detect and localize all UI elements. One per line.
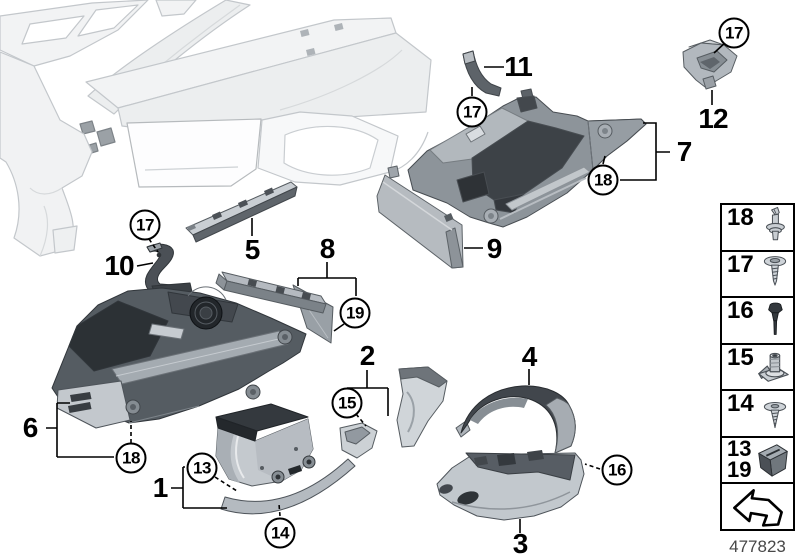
callout-11[interactable]: 11 bbox=[504, 51, 533, 82]
callout-6[interactable]: 6 bbox=[22, 412, 39, 443]
callout-14[interactable]: 14 bbox=[264, 517, 296, 549]
part-9-panel bbox=[376, 165, 464, 269]
legend-row-15[interactable]: 15 bbox=[722, 343, 793, 392]
leader-lines-dashed bbox=[130, 238, 601, 517]
callout-1[interactable]: 1 bbox=[152, 472, 169, 503]
diagram-number: 477823 bbox=[729, 537, 786, 556]
fastener-legend: 18 17 bbox=[720, 203, 795, 531]
direction-arrow-icon bbox=[732, 488, 783, 527]
leader-lines bbox=[46, 40, 728, 533]
callout-3[interactable]: 3 bbox=[512, 528, 529, 559]
callout-12[interactable]: 12 bbox=[698, 103, 728, 134]
legend-row-17[interactable]: 17 bbox=[722, 250, 793, 299]
part-3-lower-column-cover bbox=[436, 450, 585, 521]
part-12-bracket bbox=[682, 39, 738, 90]
callout-17-a[interactable]: 17 bbox=[129, 209, 161, 241]
callout-9[interactable]: 9 bbox=[486, 233, 503, 264]
part-11-bracket bbox=[462, 50, 502, 97]
part-4-upper-column-cover bbox=[455, 385, 576, 454]
legend-label-18: 18 bbox=[727, 204, 754, 231]
legend-row-14[interactable]: 14 bbox=[722, 391, 793, 438]
callout-17-b[interactable]: 17 bbox=[456, 96, 488, 128]
callout-16[interactable]: 16 bbox=[601, 454, 633, 486]
legend-row-arrow[interactable] bbox=[722, 484, 793, 529]
legend-row-13-19[interactable]: 13 19 bbox=[722, 435, 793, 485]
expanding-rivet-icon bbox=[765, 207, 785, 241]
legend-row-18[interactable]: 18 bbox=[722, 205, 793, 252]
callout-19[interactable]: 19 bbox=[339, 297, 371, 329]
legend-row-16[interactable]: 16 bbox=[722, 298, 793, 345]
callout-18-a[interactable]: 18 bbox=[587, 164, 619, 196]
callout-4[interactable]: 4 bbox=[521, 341, 538, 372]
callout-15[interactable]: 15 bbox=[331, 387, 363, 419]
instrument-panel-artwork bbox=[0, 0, 432, 257]
part-5-bracket-strip bbox=[185, 181, 298, 243]
spring-clip-icon bbox=[758, 444, 788, 477]
callout-18-b[interactable]: 18 bbox=[115, 442, 147, 474]
part-8-trim-strip bbox=[215, 271, 334, 344]
clip-nut-icon bbox=[758, 352, 789, 382]
part-2-column-trim-pieces bbox=[339, 366, 448, 459]
callout-10[interactable]: 10 bbox=[104, 250, 134, 281]
part-1-glove-box-module bbox=[215, 403, 356, 515]
plug-pin-icon bbox=[768, 303, 783, 336]
part-6-insulation-panel bbox=[51, 286, 307, 429]
callout-5[interactable]: 5 bbox=[244, 234, 261, 265]
legend-label-14: 14 bbox=[727, 390, 754, 418]
screw-icon bbox=[763, 255, 787, 286]
callout-13[interactable]: 13 bbox=[186, 452, 218, 484]
push-rivet-icon bbox=[763, 401, 787, 428]
legend-label-13-19: 13 19 bbox=[727, 435, 752, 482]
part-7-trim-panel bbox=[407, 88, 647, 228]
callout-2[interactable]: 2 bbox=[359, 340, 376, 371]
callout-8[interactable]: 8 bbox=[319, 233, 336, 264]
part-10-bracket bbox=[144, 242, 193, 296]
legend-label-15: 15 bbox=[727, 343, 754, 371]
legend-label-16: 16 bbox=[727, 297, 754, 325]
callout-17-c[interactable]: 17 bbox=[718, 17, 750, 49]
callout-7[interactable]: 7 bbox=[676, 136, 693, 167]
legend-label-17: 17 bbox=[727, 250, 754, 278]
